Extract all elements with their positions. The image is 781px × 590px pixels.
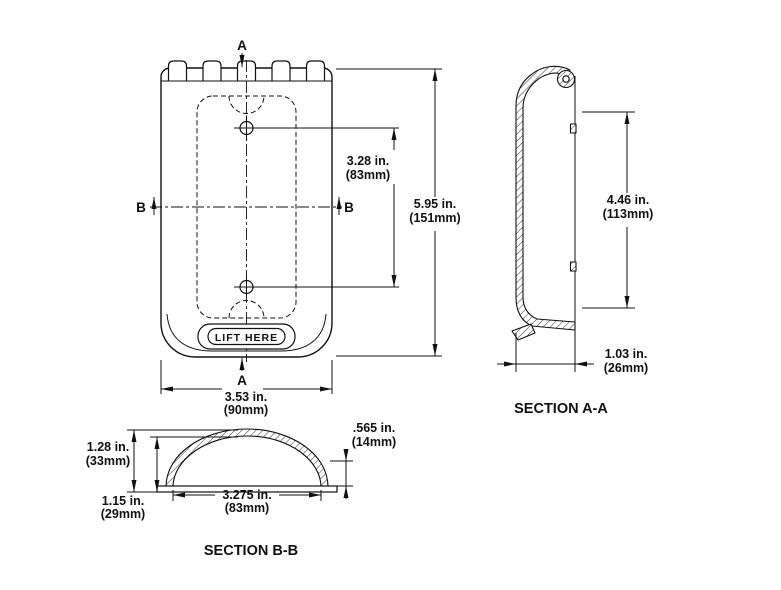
cut-label-a-top: A [237, 38, 247, 53]
lift-here-text: LIFT HERE [215, 332, 278, 344]
dim-overall-height-bb-in: 1.28 in. [87, 440, 129, 454]
dim-overall-height-bb-mm: (33mm) [86, 454, 130, 468]
front-view: LIFT HERE A A B B 3.28 in. (83mm) 5.95 i… [136, 38, 461, 417]
section-aa-wall [515, 65, 576, 331]
dim-cover-height-mm: (14mm) [352, 435, 396, 449]
screw-boss [569, 123, 577, 134]
section-aa-title: SECTION A-A [514, 401, 608, 417]
dim-depth-mm: (26mm) [604, 361, 648, 375]
hinge-tab [202, 60, 222, 81]
dim-hole-spacing-mm: (83mm) [346, 168, 390, 182]
hinge-pin [562, 75, 570, 83]
cut-label-b-right: B [344, 200, 354, 215]
dim-overall-width-mm: (90mm) [224, 403, 268, 417]
cut-label-a-bottom: A [237, 373, 247, 388]
dim-inner-height-in: 1.15 in. [102, 494, 144, 508]
hinge-tab [305, 60, 326, 81]
dim-hole-spacing-in: 3.28 in. [347, 154, 389, 168]
section-bb-dome-wall [165, 428, 329, 488]
section-bb-view: 1.28 in. (33mm) 1.15 in. (29mm) .565 in.… [86, 421, 396, 559]
hinge-tab [167, 60, 188, 81]
hinge-tab [271, 60, 291, 81]
dim-opening-height-in: 4.46 in. [607, 193, 649, 207]
dim-overall-width-in: 3.53 in. [225, 390, 267, 404]
bottom-lip-arc [166, 313, 327, 352]
dim-depth-in: 1.03 in. [605, 347, 647, 361]
section-bb-title: SECTION B-B [204, 543, 298, 559]
dim-overall-height-mm: (151mm) [409, 211, 460, 225]
screw-boss [569, 261, 577, 272]
dim-inner-height-mm: (29mm) [101, 507, 145, 521]
dim-opening-height-mm: (113mm) [603, 207, 654, 221]
dim-opening-width-in: 3.275 in. [222, 488, 271, 502]
section-aa-view: 4.46 in. (113mm) 1.03 in. (26mm) SECTION… [497, 65, 654, 417]
dim-overall-height-in: 5.95 in. [414, 197, 456, 211]
dim-opening-width-mm: (83mm) [225, 501, 269, 515]
cut-label-b-left: B [136, 200, 146, 215]
dim-cover-height-in: .565 in. [353, 421, 395, 435]
lift-label-box [207, 327, 286, 346]
plate-outline [160, 67, 333, 358]
lift-lip [511, 323, 536, 341]
